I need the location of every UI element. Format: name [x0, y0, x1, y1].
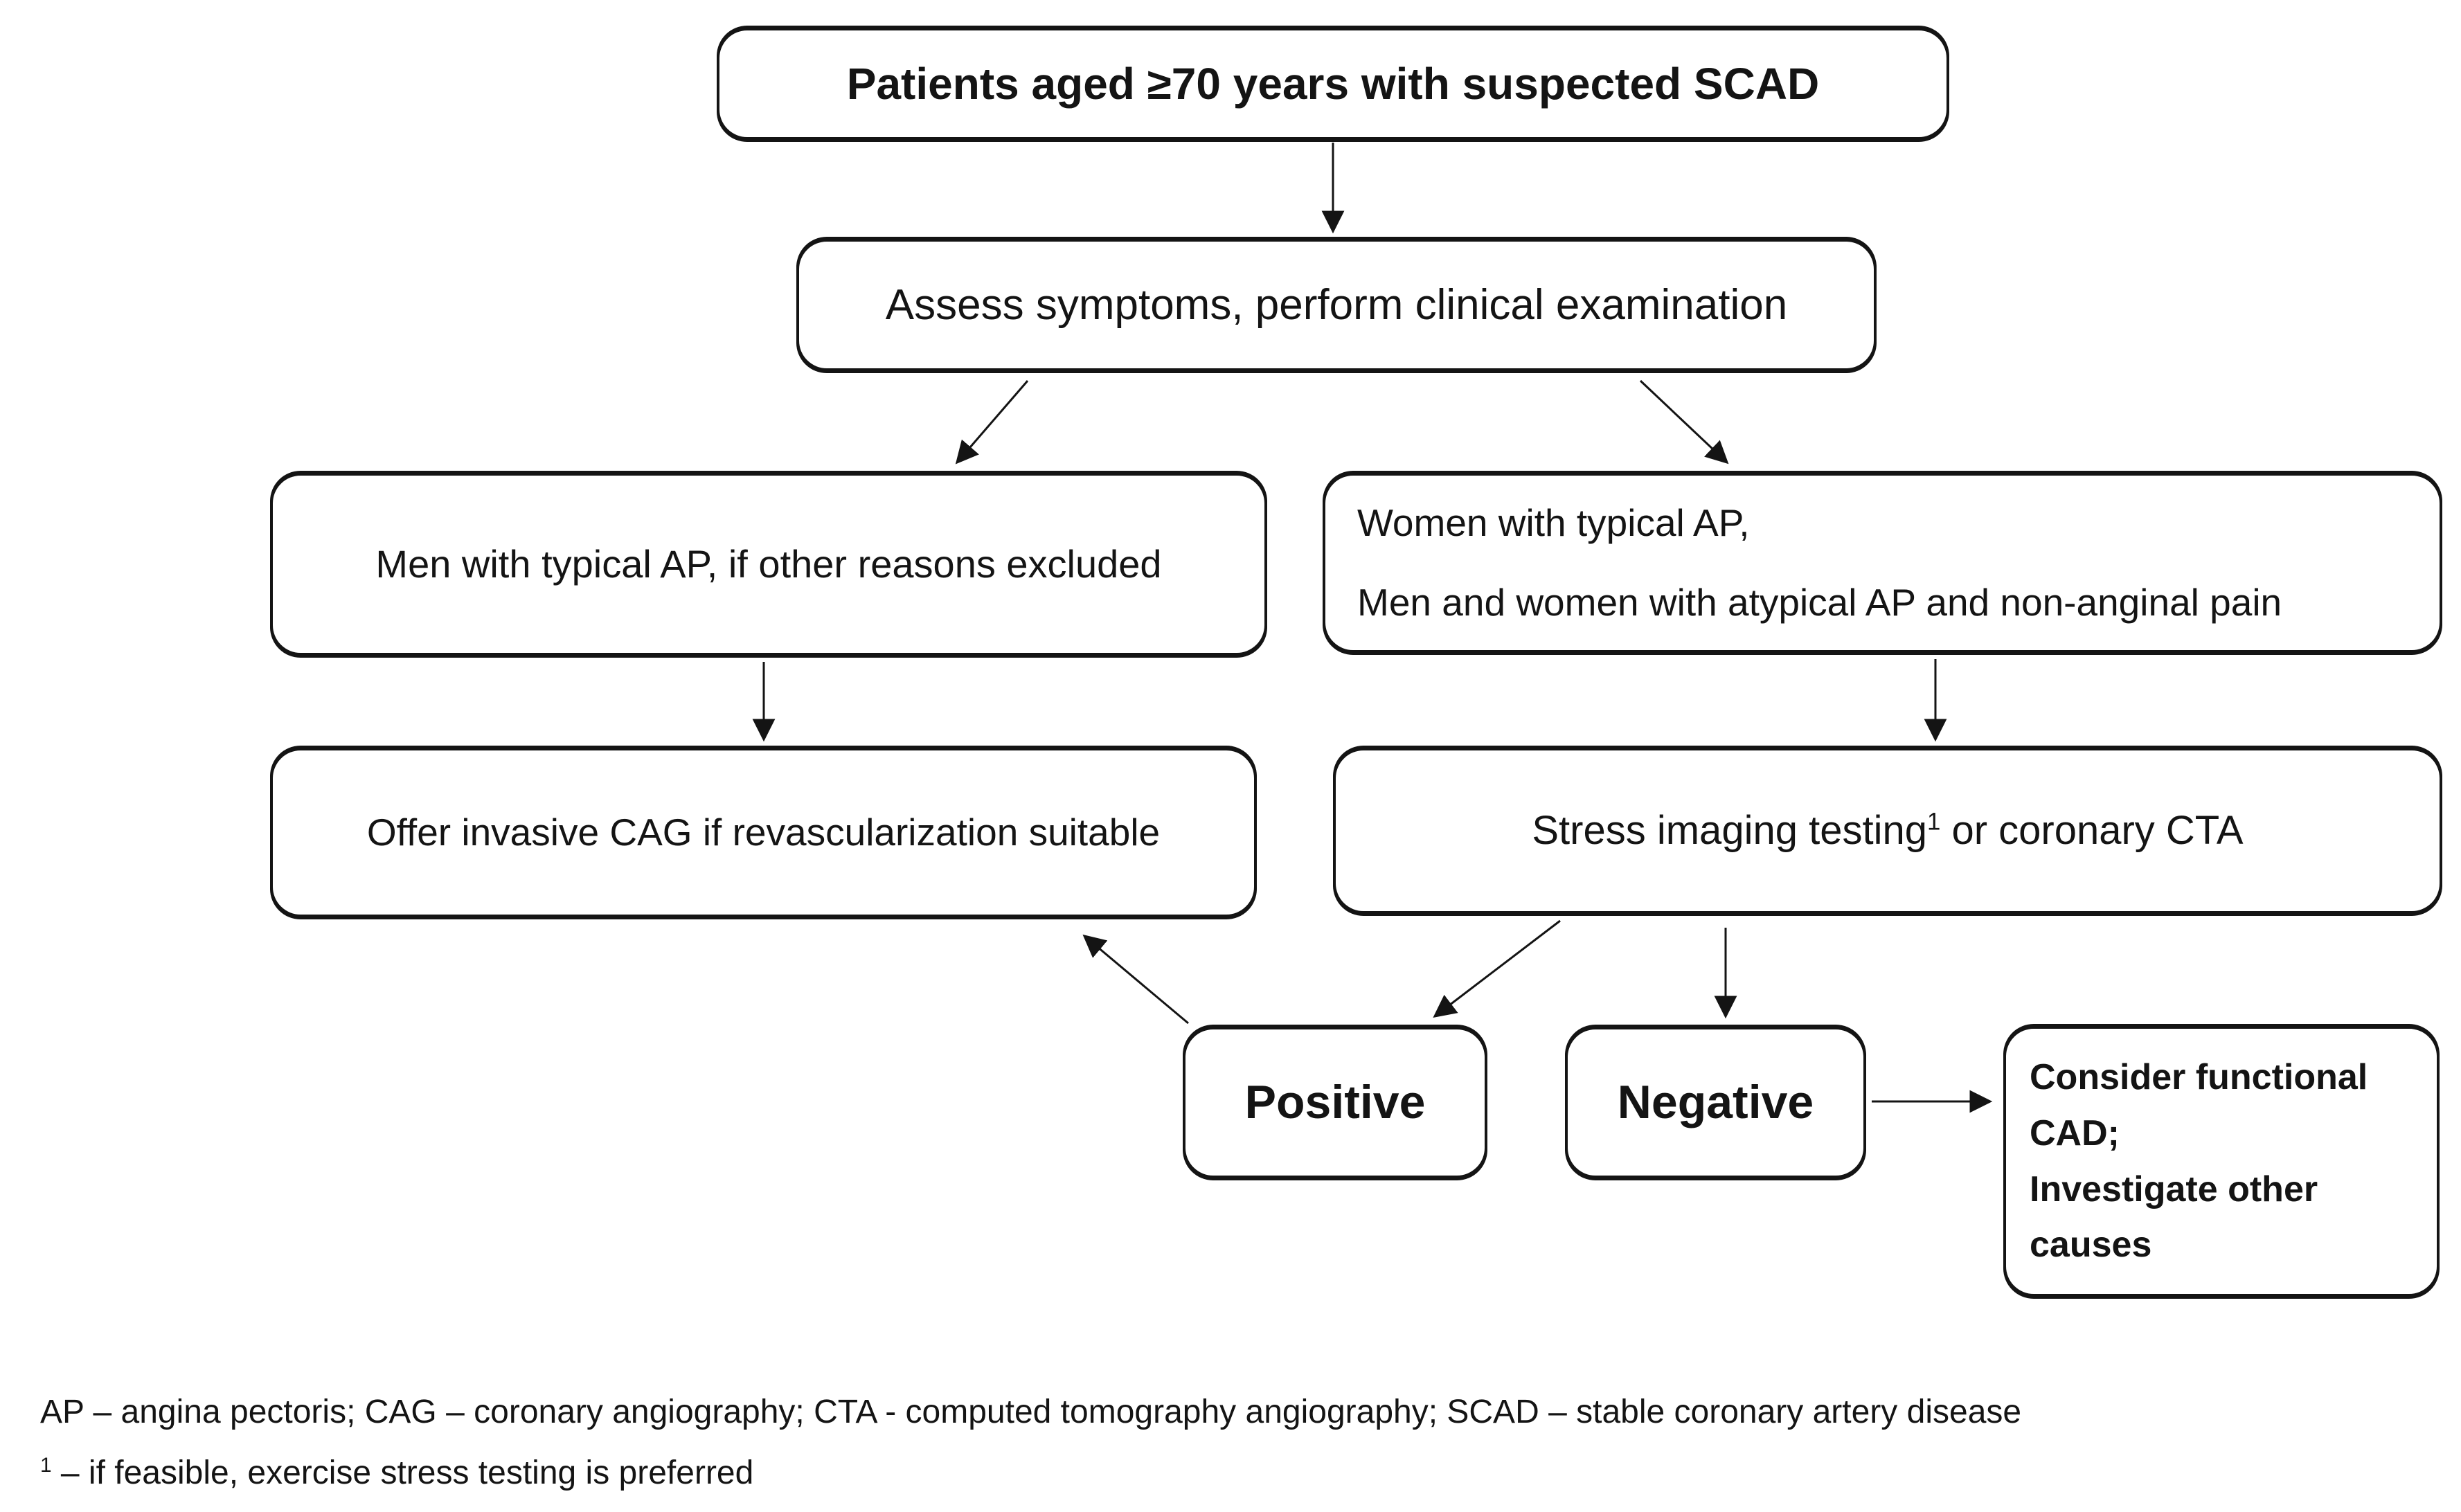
node-stress-label-main: Stress imaging testing [1532, 807, 1927, 853]
node-stress-imaging-testing: Stress imaging testing1 or coronary CTA [1333, 748, 2442, 914]
node-negative-label: Negative [1617, 1076, 1814, 1128]
node-assess-label: Assess symptoms, perform clinical examin… [885, 280, 1788, 329]
footnote-text: – if feasible, exercise stress testing i… [51, 1455, 754, 1491]
node-men-label: Men with typical AP, if other reasons ex… [375, 542, 1162, 586]
node-stress-label-tail: or coronary CTA [1940, 807, 2244, 853]
node-patients-suspected-scad: Patients aged ≥70 years with suspected S… [717, 28, 1949, 140]
node-positive-label: Positive [1244, 1076, 1426, 1128]
node-women-label-line-1: Women with typical AP, [1357, 501, 1750, 544]
arrow-assess-to-men [955, 380, 1029, 465]
node-women-atypical-ap: Women with typical AP, Men and women wit… [1323, 473, 2442, 653]
arrow-assess-to-women [1639, 379, 1729, 465]
node-negative-result: Negative [1565, 1027, 1866, 1178]
node-patients-label: Patients aged ≥70 years with suspected S… [846, 59, 1820, 109]
node-stress-label: Stress imaging testing1 or coronary CTA [1512, 806, 2262, 856]
footnote-marker: 1 [40, 1454, 52, 1477]
node-consider-functional-cad: Consider functional CAD; Investigate oth… [2003, 1026, 2440, 1297]
node-women-label-line-2: Men and women with atypical AP and non-a… [1357, 581, 2282, 624]
node-positive-result: Positive [1183, 1027, 1487, 1178]
node-stress-footnote-marker: 1 [1926, 808, 1941, 836]
node-cag-label: Offer invasive CAG if revascularization … [366, 811, 1161, 854]
node-assess-symptoms: Assess symptoms, perform clinical examin… [796, 239, 1877, 371]
node-men-typical-ap: Men with typical AP, if other reasons ex… [270, 473, 1267, 656]
abbreviations-legend: AP – angina pectoris; CAG – coronary ang… [40, 1394, 2022, 1430]
footnote: 1 – if feasible, exercise stress testing… [40, 1454, 753, 1492]
node-consider-label-line-2: Investigate other causes [2030, 1169, 2318, 1266]
node-consider-label-line-1: Consider functional CAD; [2030, 1057, 2368, 1153]
node-offer-invasive-cag: Offer invasive CAG if revascularization … [270, 748, 1257, 917]
arrow-stress-to-positive [1433, 919, 1561, 1018]
arrow-positive-to-cag [1082, 934, 1189, 1025]
